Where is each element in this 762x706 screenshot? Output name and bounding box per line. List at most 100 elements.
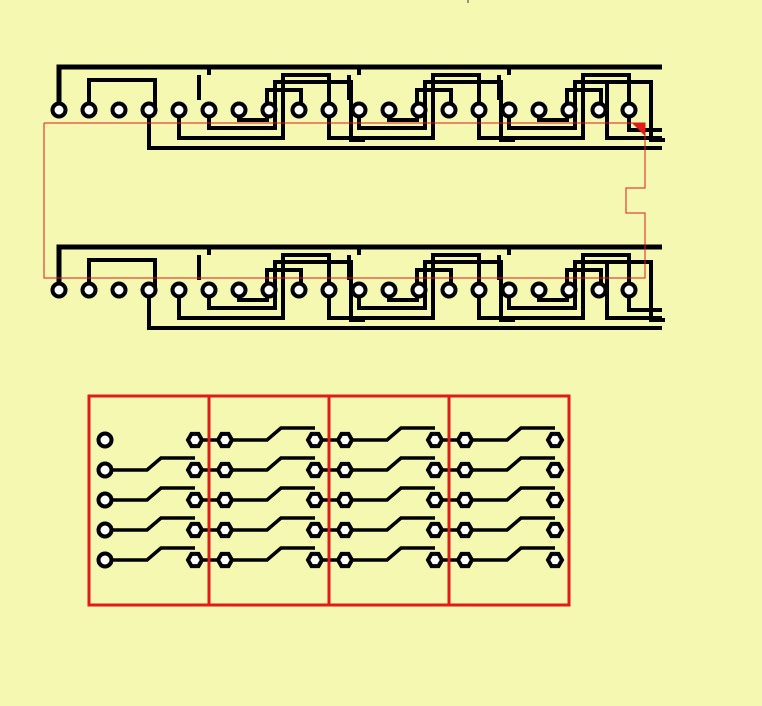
hex-pad-icon (215, 461, 235, 479)
connector-pads (96, 431, 565, 569)
hex-pad-icon (545, 551, 565, 569)
round-pad-icon (260, 101, 278, 119)
round-pad-icon (500, 101, 518, 119)
round-pad-icon (96, 551, 114, 569)
round-pad-icon (140, 101, 158, 119)
hex-pad-icon (425, 461, 445, 479)
connector-trace (105, 516, 195, 532)
hex-pad-icon (185, 491, 205, 509)
hex-pad-icon (215, 431, 235, 449)
hex-pad-icon (215, 491, 235, 509)
round-pad-icon (530, 281, 548, 299)
triangle-marker-icon (632, 123, 645, 136)
round-pad-icon (320, 281, 338, 299)
connector-trace (345, 546, 435, 562)
connector-trace (465, 546, 555, 562)
round-pad-icon (620, 101, 638, 119)
hex-pad-icon (185, 461, 205, 479)
hex-pad-icon (185, 521, 205, 539)
round-pad-icon (230, 281, 248, 299)
connector-trace (225, 546, 315, 562)
round-pad-icon (470, 101, 488, 119)
round-pad-icon (380, 281, 398, 299)
round-pad-icon (260, 281, 278, 299)
hex-pad-icon (425, 521, 445, 539)
trace-loop (87, 258, 157, 290)
connector-trace (225, 486, 315, 502)
hex-pad-icon (215, 551, 235, 569)
round-pad-icon (80, 101, 98, 119)
trace-tail (605, 80, 662, 140)
connector-trace (105, 456, 195, 472)
round-pad-icon (290, 281, 308, 299)
hex-pad-icon (455, 521, 475, 539)
round-pad-icon (170, 281, 188, 299)
connector-trace (465, 516, 555, 532)
connector-module-outline (447, 394, 571, 607)
hex-pad-icon (545, 431, 565, 449)
round-pad-icon (590, 101, 608, 119)
round-pad-icon (230, 101, 248, 119)
trace-loop (87, 78, 157, 110)
connector-trace (465, 456, 555, 472)
hex-pad-icon (335, 521, 355, 539)
hex-pad-icon (545, 461, 565, 479)
round-pad-icon (96, 521, 114, 539)
connector-trace (465, 426, 555, 442)
round-pad-icon (96, 491, 114, 509)
round-pad-icon (200, 281, 218, 299)
round-pad-icon (470, 281, 488, 299)
round-pad-icon (200, 101, 218, 119)
round-pad-icon (350, 101, 368, 119)
trace-bus-top (56, 64, 662, 110)
hex-pad-icon (335, 431, 355, 449)
round-pad-icon (170, 101, 188, 119)
hex-pad-icon (455, 491, 475, 509)
hex-pad-icon (335, 461, 355, 479)
round-pad-icon (620, 281, 638, 299)
connector-trace (345, 456, 435, 472)
hex-pad-icon (305, 521, 325, 539)
round-pad-icon (96, 431, 114, 449)
hex-pad-icon (425, 551, 445, 569)
round-pad-icon (560, 281, 578, 299)
connector-grid-outline (87, 394, 571, 607)
hex-pad-icon (425, 431, 445, 449)
round-pad-icon (440, 281, 458, 299)
round-pad-icon (590, 281, 608, 299)
hex-pad-icon (455, 461, 475, 479)
connector-trace (225, 456, 315, 472)
chip-outline (43, 122, 646, 279)
connector-trace (345, 516, 435, 532)
round-pad-icon (410, 281, 428, 299)
hex-pad-icon (305, 431, 325, 449)
hex-pad-icon (305, 461, 325, 479)
hex-pad-icon (425, 491, 445, 509)
round-pad-icon (140, 281, 158, 299)
hex-pad-icon (545, 491, 565, 509)
round-pad-icon (380, 101, 398, 119)
hex-pad-icon (185, 431, 205, 449)
round-pad-icon (50, 281, 68, 299)
round-pad-icon (560, 101, 578, 119)
round-pad-icon (80, 281, 98, 299)
round-pad-icon (290, 101, 308, 119)
connector-trace (345, 486, 435, 502)
connector-trace (345, 426, 435, 442)
round-pad-icon (320, 101, 338, 119)
chip-pads (50, 101, 638, 299)
round-pad-icon (110, 281, 128, 299)
round-pad-icon (530, 101, 548, 119)
round-pad-icon (440, 101, 458, 119)
connector-trace (465, 486, 555, 502)
round-pad-icon (50, 101, 68, 119)
round-pad-icon (500, 281, 518, 299)
hex-pad-icon (215, 521, 235, 539)
hex-pad-icon (305, 491, 325, 509)
trace-bus-top (56, 244, 662, 290)
trace-tail (605, 260, 662, 320)
round-pad-icon (410, 101, 428, 119)
